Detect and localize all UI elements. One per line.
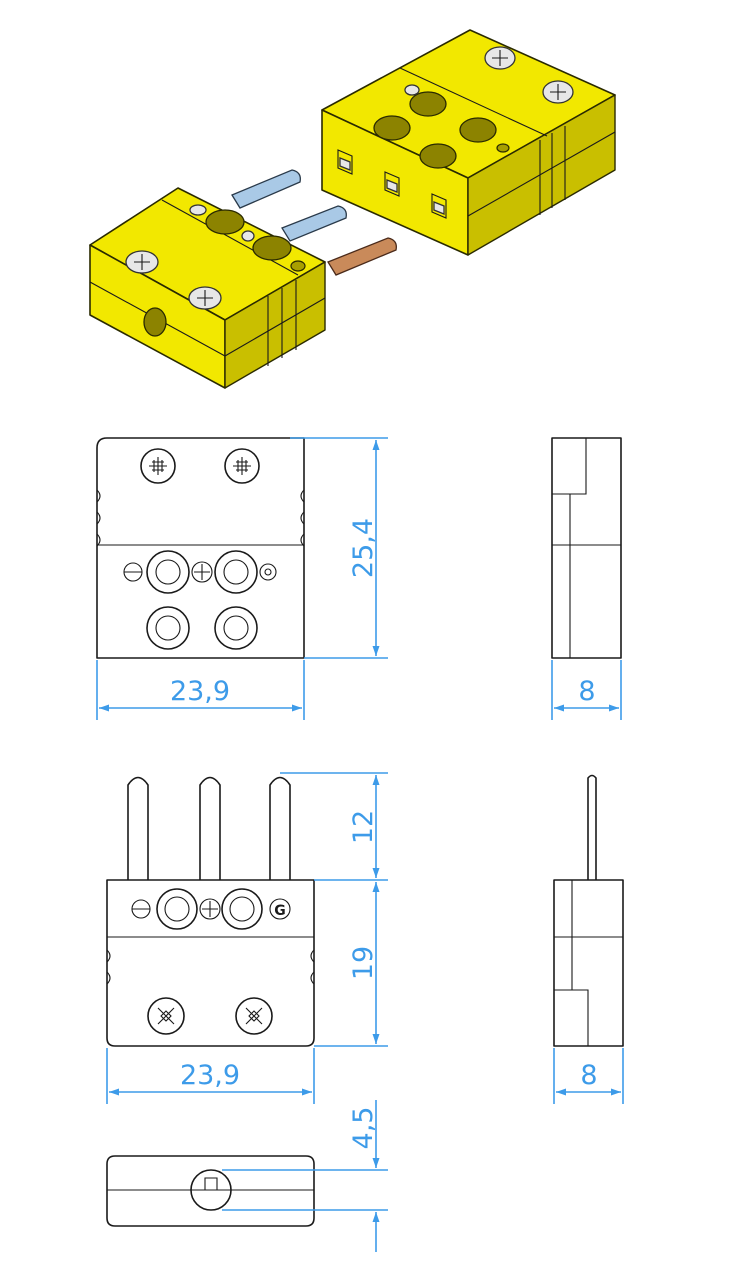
plug-depth-label: 8 <box>580 1060 597 1091</box>
socket-width-dimension: 23,9 <box>96 660 305 720</box>
plug-3d <box>89 169 397 389</box>
plug-front-screw-2 <box>235 997 273 1035</box>
cable-hole-dimension: 4,5 <box>222 1100 388 1252</box>
plug-width-dimension: 23,9 <box>106 1048 315 1104</box>
plug-pin-middle <box>199 776 221 880</box>
plug-pin-copper <box>327 237 397 276</box>
plug-height-label: 19 <box>348 946 379 980</box>
plug-screw-1 <box>125 250 159 274</box>
cable-hole-label: 4,5 <box>348 1107 379 1150</box>
plug-screw-2 <box>188 286 222 310</box>
plug-pin-blue-2 <box>281 205 347 242</box>
socket-screw-2 <box>542 80 574 104</box>
plug-front-screw-1 <box>147 997 185 1035</box>
pin-length-dimension: 12 <box>280 772 388 881</box>
plug-height-dimension: 19 <box>314 882 388 1047</box>
plug-pin-right <box>269 776 291 880</box>
socket-height-dimension: 25,4 <box>290 437 388 659</box>
plug-side-view <box>553 774 624 1047</box>
plug-pin-left <box>127 776 149 880</box>
pin-length-label: 12 <box>348 810 379 844</box>
plug-bottom-view <box>106 1155 315 1227</box>
socket-side-view <box>551 437 622 659</box>
ground-mark: G <box>274 903 286 919</box>
isometric-view <box>89 29 616 389</box>
socket-width-label: 23,9 <box>170 676 230 707</box>
socket-front-view <box>96 437 305 659</box>
socket-front-screw-2 <box>224 448 260 484</box>
socket-front-screw-1 <box>140 448 176 484</box>
socket-depth-label: 8 <box>578 676 595 707</box>
plug-pin-blue-1 <box>231 169 301 209</box>
socket-depth-dimension: 8 <box>551 660 622 720</box>
socket-3d <box>321 29 616 256</box>
socket-height-label: 25,4 <box>348 518 379 578</box>
plug-depth-dimension: 8 <box>553 1048 624 1104</box>
plug-front-view: G <box>106 776 315 1047</box>
plug-side-pin <box>587 774 597 880</box>
socket-screw-1 <box>484 46 516 70</box>
plug-width-label: 23,9 <box>180 1060 240 1091</box>
